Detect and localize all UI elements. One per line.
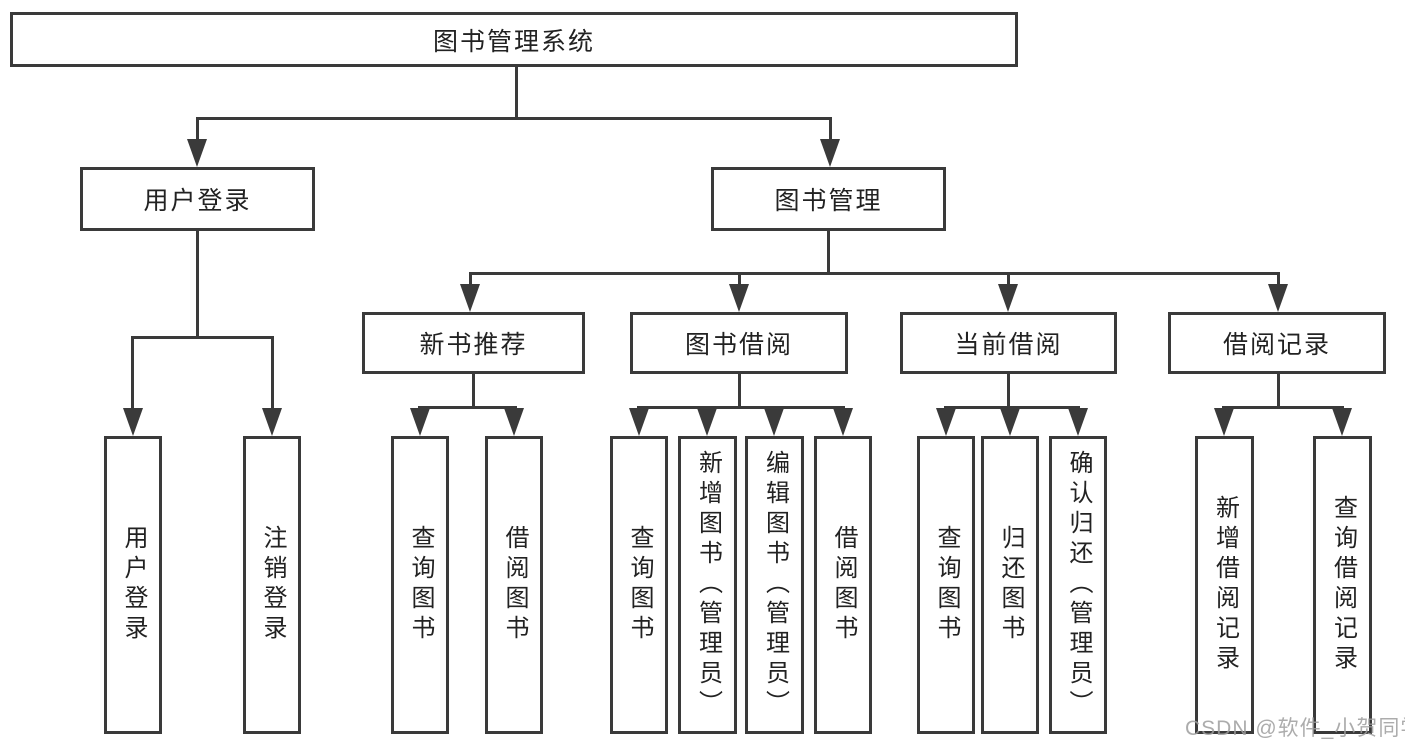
connector-hline (637, 406, 845, 409)
node-current-borrow: 当前借阅 (900, 312, 1117, 374)
watermark: CSDN @软件_小贺同学 (1185, 717, 1405, 740)
connector-vline (196, 231, 199, 338)
leaf-current-query-book-label: 查询图书 (933, 525, 960, 645)
arrow-down-icon (998, 284, 1018, 312)
arrow-down-icon (1068, 408, 1088, 436)
connector-vline (271, 336, 274, 414)
node-new-book-recommend-label: 新书推荐 (419, 331, 528, 359)
node-book-borrow-label: 图书借阅 (684, 331, 793, 359)
arrow-down-icon (833, 408, 853, 436)
leaf-borrow-borrow-book-label: 借阅图书 (830, 525, 857, 645)
node-current-borrow-label: 当前借阅 (954, 331, 1063, 359)
arrow-down-icon (1268, 284, 1288, 312)
leaf-newrec-borrow-book: 借阅图书 (485, 436, 543, 734)
connector-hline (1222, 406, 1344, 409)
connector-vline (738, 272, 741, 288)
leaf-current-query-book: 查询图书 (917, 436, 975, 734)
connector-vline (131, 336, 134, 414)
node-borrow-records: 借阅记录 (1168, 312, 1386, 374)
connector-vline (829, 117, 832, 143)
connector-vline (1277, 272, 1280, 288)
leaf-borrow-borrow-book: 借阅图书 (814, 436, 872, 734)
arrow-down-icon (410, 408, 430, 436)
leaf-records-add-record: 新增借阅记录 (1195, 436, 1254, 734)
leaf-borrow-query-book: 查询图书 (610, 436, 668, 734)
connector-hline (196, 117, 832, 120)
arrow-down-icon (936, 408, 956, 436)
arrow-down-icon (729, 284, 749, 312)
leaf-current-return-book-label: 归还图书 (997, 525, 1024, 645)
arrow-down-icon (1332, 408, 1352, 436)
connector-vline (469, 272, 472, 288)
leaf-current-return-book: 归还图书 (981, 436, 1039, 734)
connector-vline (827, 231, 830, 274)
node-root-label: 图书管理系统 (432, 27, 595, 56)
arrow-down-icon (764, 408, 784, 436)
leaf-records-query-record-label: 查询借阅记录 (1329, 495, 1357, 675)
connector-hline (469, 272, 1280, 275)
node-borrow-records-label: 借阅记录 (1222, 331, 1331, 359)
leaf-borrow-add-book-admin: 新增图书（管理员） (678, 436, 737, 734)
node-book-mgmt: 图书管理 (711, 167, 946, 231)
connector-hline (131, 336, 274, 339)
arrow-down-icon (1000, 408, 1020, 436)
leaf-logout: 注销登录 (243, 436, 301, 734)
connector-hline (944, 406, 1080, 409)
leaf-records-query-record: 查询借阅记录 (1313, 436, 1372, 734)
arrow-down-icon (629, 408, 649, 436)
leaf-current-confirm-return-admin-label: 确认归还（管理员） (1065, 450, 1092, 720)
leaf-borrow-add-book-admin-label: 新增图书（管理员） (694, 450, 722, 720)
connector-vline (1277, 372, 1280, 408)
arrow-down-icon (460, 284, 480, 312)
leaf-newrec-borrow-book-label: 借阅图书 (501, 525, 528, 645)
arrow-down-icon (262, 408, 282, 436)
node-user-login-label: 用户登录 (143, 187, 252, 215)
node-user-login: 用户登录 (80, 167, 315, 231)
leaf-records-add-record-label: 新增借阅记录 (1211, 495, 1239, 675)
arrow-down-icon (697, 408, 717, 436)
connector-vline (515, 67, 518, 119)
leaf-logout-label: 注销登录 (259, 525, 286, 645)
node-book-borrow: 图书借阅 (630, 312, 848, 374)
leaf-borrow-edit-book-admin: 编辑图书（管理员） (745, 436, 804, 734)
leaf-current-confirm-return-admin: 确认归还（管理员） (1049, 436, 1107, 734)
leaf-user-login-label: 用户登录 (120, 525, 147, 645)
node-root: 图书管理系统 (10, 12, 1018, 67)
connector-vline (196, 117, 199, 143)
connector-vline (1007, 272, 1010, 288)
leaf-user-login: 用户登录 (104, 436, 162, 734)
node-book-mgmt-label: 图书管理 (774, 187, 883, 215)
arrow-down-icon (820, 139, 840, 167)
arrow-down-icon (187, 139, 207, 167)
arrow-down-icon (1214, 408, 1234, 436)
node-new-book-recommend: 新书推荐 (362, 312, 585, 374)
connector-vline (472, 372, 475, 408)
arrow-down-icon (504, 408, 524, 436)
connector-vline (738, 372, 741, 408)
leaf-borrow-edit-book-admin-label: 编辑图书（管理员） (761, 450, 789, 720)
connector-vline (1007, 372, 1010, 408)
leaf-newrec-query-book-label: 查询图书 (407, 525, 434, 645)
leaf-newrec-query-book: 查询图书 (391, 436, 449, 734)
leaf-borrow-query-book-label: 查询图书 (626, 525, 653, 645)
connector-hline (418, 406, 517, 409)
arrow-down-icon (123, 408, 143, 436)
